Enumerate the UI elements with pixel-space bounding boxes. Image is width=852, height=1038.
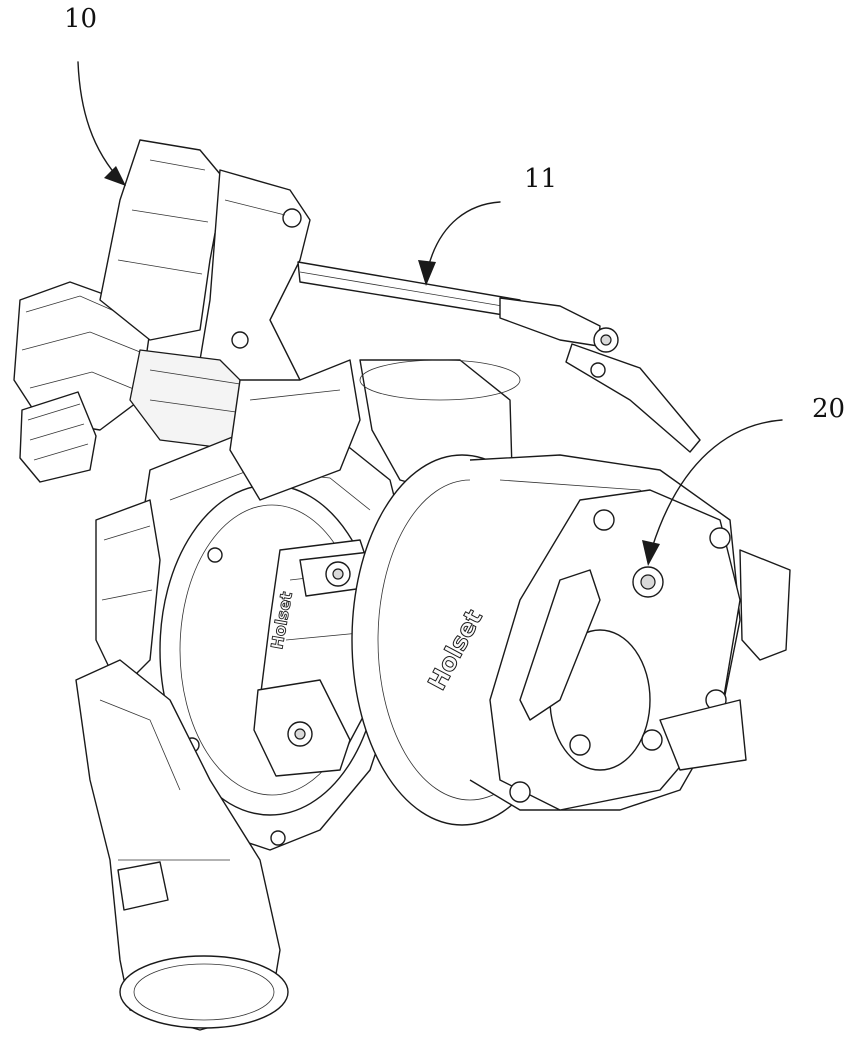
actuator-rod [298, 262, 700, 452]
leader-arrow-10 [78, 62, 122, 182]
compressor-housing: Holset [352, 455, 790, 825]
reference-label-actuator: 10 [64, 4, 98, 34]
center-section: Holset [254, 360, 520, 776]
arrowhead-10 [104, 166, 126, 186]
arrowhead-20 [642, 540, 660, 566]
leader-arrow-20 [652, 420, 782, 548]
outlet-elbow [76, 660, 288, 1030]
leader-arrow-11 [428, 202, 500, 268]
arrowhead-11 [418, 260, 436, 286]
actuator [14, 140, 310, 482]
leader-arrows [78, 62, 782, 566]
reference-label-wastegate: 20 [812, 394, 846, 424]
reference-label-rod: 11 [524, 164, 558, 194]
